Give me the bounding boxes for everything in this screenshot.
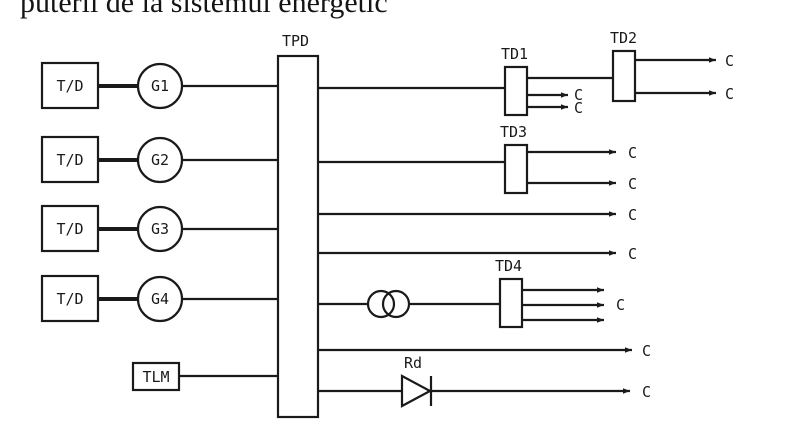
consumer-label: C — [616, 296, 625, 314]
main-bus-label: TPD — [282, 32, 309, 50]
output-direct-3: C — [318, 342, 651, 360]
turbine-label: T/D — [56, 220, 83, 238]
turbine-label: T/D — [56, 290, 83, 308]
td4-box — [498, 277, 524, 329]
td3-label: TD3 — [500, 123, 527, 141]
generator-group-3: T/D G3 — [40, 204, 278, 253]
consumer-label: C — [574, 86, 583, 104]
consumer-label: C — [642, 383, 651, 401]
td4-label: TD4 — [495, 257, 522, 275]
generator-label: G3 — [151, 220, 169, 238]
consumer-label: C — [628, 206, 637, 224]
turbine-box — [40, 135, 100, 184]
consumer-label: C — [642, 342, 651, 360]
page-heading: puterii de la sistemul energetic — [20, 0, 388, 19]
td3-box — [503, 143, 529, 195]
output-direct-1: C — [318, 206, 637, 224]
turbine-box — [40, 204, 100, 253]
rectifier-label: Rd — [404, 354, 422, 372]
output-direct-2: C — [318, 245, 637, 263]
output-rectifier: Rd C — [318, 354, 651, 408]
generator-group-1: T/D G1 — [40, 61, 278, 110]
tlm-group: TLM — [131, 361, 278, 392]
consumer-label: C — [628, 245, 637, 263]
tlm-label: TLM — [142, 368, 169, 386]
output-td3: TD3 C C — [318, 123, 637, 195]
main-bus-tpd: TPD — [276, 32, 320, 419]
transformer-coil — [366, 289, 396, 319]
turbine-label: T/D — [56, 151, 83, 169]
td1-box — [503, 65, 529, 117]
diode-triangle — [400, 374, 433, 408]
generator-group-4: T/D G4 — [40, 274, 278, 323]
consumer-label: C — [628, 144, 637, 162]
diode-icon — [400, 374, 433, 408]
consumer-label: C — [574, 99, 583, 117]
turbine-box — [40, 274, 100, 323]
consumer-label: C — [628, 175, 637, 193]
generator-label: G4 — [151, 290, 169, 308]
turbine-label: T/D — [56, 77, 83, 95]
consumer-label: C — [725, 52, 734, 70]
main-bus-box — [276, 54, 320, 419]
generator-group-2: T/D G2 — [40, 135, 278, 184]
transformer-icon — [366, 289, 411, 319]
td1-label: TD1 — [501, 45, 528, 63]
td2-label: TD2 — [610, 29, 637, 47]
tlm-box — [131, 361, 181, 392]
output-td4: TD4 C — [318, 257, 625, 329]
td2-box — [611, 49, 637, 103]
output-td1-td2: TD1 C C TD2 C C — [318, 29, 734, 117]
generator-label: G2 — [151, 151, 169, 169]
transformer-coil — [381, 289, 411, 319]
consumer-label: C — [725, 85, 734, 103]
generator-label: G1 — [151, 77, 169, 95]
